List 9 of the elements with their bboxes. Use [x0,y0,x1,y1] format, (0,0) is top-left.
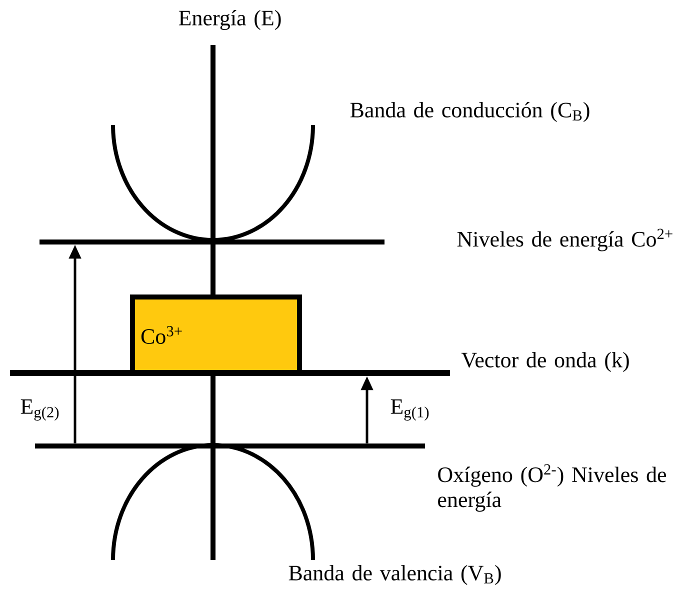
axis-label: Energía (E) [178,10,281,30]
energy-level-box: Co$^{3+}$ [130,294,302,376]
level-label: Oxígeno (O$^{2-}$) Niveles de energía [438,464,666,512]
edge-label: E$_{g(2)}$ [20,399,59,421]
level-label: Vector de onda (k) [461,352,629,372]
edge-label: E$_{g(1)}$ [390,399,429,421]
axis-label: Banda de valencia (V$_{B}$) [288,565,501,585]
axis-label: Banda de conducción (C$_{B}$) [350,102,590,122]
level-label: Niveles de energía Co$^{2+}$ [457,228,672,252]
